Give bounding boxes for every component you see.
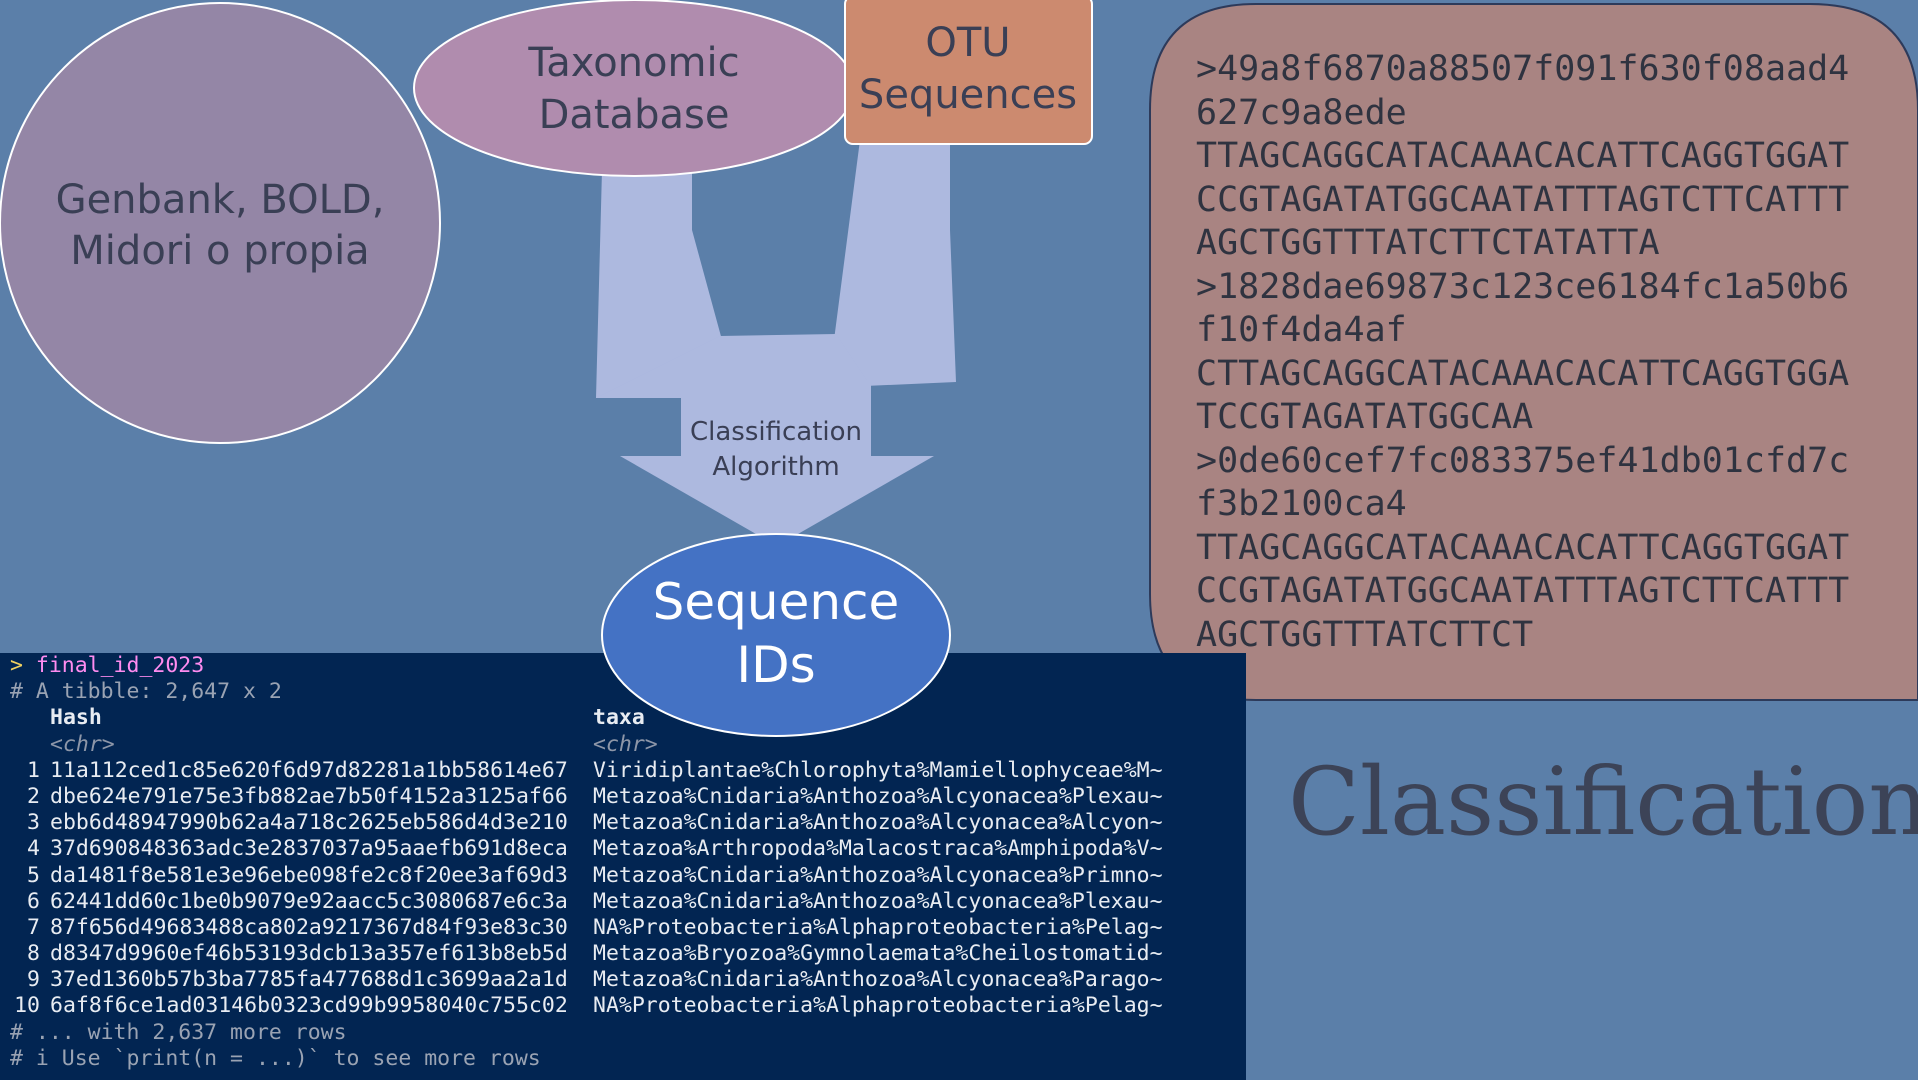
row-taxa: Metazoa%Cnidaria%Anthozoa%Alcyonacea%Pri…	[593, 862, 1163, 888]
row-hash: ebb6d48947990b62a4a718c2625eb586d4d3e210	[50, 810, 568, 836]
slide-title: Classification	[1288, 748, 1918, 857]
fasta-line: AGCTGGTTTATCTTCTATATTA	[1196, 223, 1660, 263]
table-row: 2 dbe624e791e75e3fb882ae7b50f4152a3125af6…	[10, 784, 1246, 810]
console-command-line: > final_id_2023	[10, 653, 1246, 679]
row-hash: da1481f8e581e3e96ebe098fe2c8f20ee3af69d3	[50, 862, 568, 888]
row-taxa: Metazoa%Cnidaria%Anthozoa%Alcyonacea%Ple…	[593, 783, 1163, 809]
algorithm-label-line2: Algorithm	[712, 452, 839, 482]
fasta-line: >0de60cef7fc083375ef41db01cfd7c	[1196, 440, 1850, 481]
source-databases-circle	[0, 2, 441, 444]
table-row: 6 62441dd60c1be0b9079e92aacc5c3080687e6c3…	[10, 889, 1246, 915]
taxonomic-database-label-line1: Taxonomic	[527, 40, 739, 86]
console-footer-hint: # i Use `print(n = ...)` to see more row…	[10, 1045, 541, 1071]
table-row: 8 d8347d9960ef46b53193dcb13a357ef613b8eb5…	[10, 941, 1246, 967]
otu-label-line1: OTU	[925, 20, 1010, 66]
table-row: 1 11a112ced1c85e620f6d97d82281a1bb58614e6…	[10, 758, 1246, 784]
row-taxa: NA%Proteobacteria%Alphaproteobacteria%Pe…	[593, 914, 1163, 940]
row-number: 5	[27, 862, 40, 888]
algorithm-label-line1: Classification	[690, 417, 862, 447]
row-taxa: Metazoa%Cnidaria%Anthozoa%Alcyonacea%Ple…	[593, 888, 1163, 914]
funnel-left-arm	[596, 170, 722, 398]
row-taxa: Viridiplantae%Chlorophyta%Mamiellophycea…	[593, 757, 1163, 783]
row-number: 1	[27, 757, 40, 783]
fasta-line: f3b2100ca4	[1196, 484, 1407, 524]
row-hash: 62441dd60c1be0b9079e92aacc5c3080687e6c3a	[50, 888, 568, 914]
row-number: 9	[27, 967, 40, 993]
fasta-line: TCCGTAGATATGGCAA	[1196, 397, 1534, 437]
console-rows: 1 11a112ced1c85e620f6d97d82281a1bb58614e6…	[10, 758, 1246, 1020]
row-hash: 11a112ced1c85e620f6d97d82281a1bb58614e67	[50, 757, 568, 783]
table-row: 3 ebb6d48947990b62a4a718c2625eb586d4d3e21…	[10, 810, 1246, 836]
row-number: 4	[27, 836, 40, 862]
funnel-right-arm	[834, 140, 956, 382]
row-hash: 6af8f6ce1ad03146b0323cd99b9958040c755c02	[50, 993, 568, 1019]
taxonomic-database-label-line2: Database	[539, 92, 730, 138]
row-number: 6	[27, 888, 40, 914]
source-label-line2: Midori o propia	[70, 228, 369, 274]
r-console-output: > final_id_2023 # A tibble: 2,647 x 2 Ha…	[0, 653, 1246, 1080]
column-header-row: Hash taxa	[10, 705, 1246, 731]
otu-label-line2: Sequences	[859, 72, 1077, 118]
otu-sequences-box	[844, 0, 1093, 145]
funnel-stem	[681, 380, 871, 456]
column-type-taxa: <chr>	[593, 731, 658, 757]
row-number: 7	[27, 914, 40, 940]
console-command: final_id_2023	[35, 653, 205, 678]
table-row: 4 37d690848363adc3e2837037a95aaefb691d8ec…	[10, 836, 1246, 862]
row-number: 8	[27, 941, 40, 967]
fasta-line: TTAGCAGGCATACAAACACATTCAGGTGGAT	[1196, 527, 1850, 568]
source-label-line1: Genbank, BOLD,	[56, 177, 385, 223]
fasta-line: CCGTAGATATGGCAATATTTAGTCTTCATTT	[1196, 571, 1850, 611]
table-row: 7 87f656d49683488ca802a9217367d84f93e83c3…	[10, 915, 1246, 941]
console-prompt: >	[10, 653, 36, 678]
row-taxa: NA%Proteobacteria%Alphaproteobacteria%Pe…	[593, 993, 1163, 1019]
tibble-info: # A tibble: 2,647 x 2	[10, 679, 282, 705]
fasta-line: AGCTGGTTTATCTTCT	[1196, 614, 1534, 655]
row-hash: 37d690848363adc3e2837037a95aaefb691d8eca	[50, 836, 568, 862]
fasta-line: f10f4da4af	[1196, 310, 1407, 350]
column-type-hash: <chr>	[50, 731, 115, 757]
row-hash: dbe624e791e75e3fb882ae7b50f4152a3125af66	[50, 783, 568, 809]
row-taxa: Metazoa%Cnidaria%Anthozoa%Alcyonacea%Alc…	[593, 810, 1163, 836]
column-header-hash: Hash	[50, 705, 102, 731]
fasta-line: TTAGCAGGCATACAAACACATTCAGGTGGAT	[1196, 136, 1850, 176]
table-row: 5 da1481f8e581e3e96ebe098fe2c8f20ee3af69d…	[10, 863, 1246, 889]
row-hash: 87f656d49683488ca802a9217367d84f93e83c30	[50, 914, 568, 940]
table-row: 10 6af8f6ce1ad03146b0323cd99b9958040c755c…	[10, 993, 1246, 1019]
fasta-line: CTTAGCAGGCATACAAACACATTCAGGTGGA	[1196, 353, 1850, 394]
fasta-line: >49a8f6870a88507f091f630f08aad4	[1196, 49, 1850, 89]
fasta-line: >1828dae69873c123ce6184fc1a50b6	[1196, 266, 1850, 307]
row-taxa: Metazoa%Bryozoa%Gymnolaemata%Cheilostoma…	[593, 941, 1163, 967]
row-hash: d8347d9960ef46b53193dcb13a357ef613b8eb5d	[50, 941, 568, 967]
row-number: 3	[27, 810, 40, 836]
taxonomic-database-ellipse	[413, 0, 855, 177]
column-type-row: <chr> <chr>	[10, 732, 1246, 758]
row-taxa: Metazoa%Arthropoda%Malacostraca%Amphipod…	[593, 836, 1163, 862]
row-taxa: Metazoa%Cnidaria%Anthozoa%Alcyonacea%Par…	[593, 967, 1163, 993]
row-number: 10	[14, 993, 40, 1019]
row-number: 2	[27, 783, 40, 809]
funnel-arrowhead	[620, 456, 934, 546]
fasta-line: 627c9a8ede	[1196, 92, 1407, 133]
fasta-line: CCGTAGATATGGCAATATTTAGTCTTCATTT	[1196, 179, 1850, 220]
row-hash: 37ed1360b57b3ba7785fa477688d1c3699aa2a1d	[50, 967, 568, 993]
column-header-taxa: taxa	[593, 705, 645, 731]
console-footer-more-rows: # ... with 2,637 more rows	[10, 1019, 347, 1045]
table-row: 9 37ed1360b57b3ba7785fa477688d1c3699aa2a1…	[10, 967, 1246, 993]
